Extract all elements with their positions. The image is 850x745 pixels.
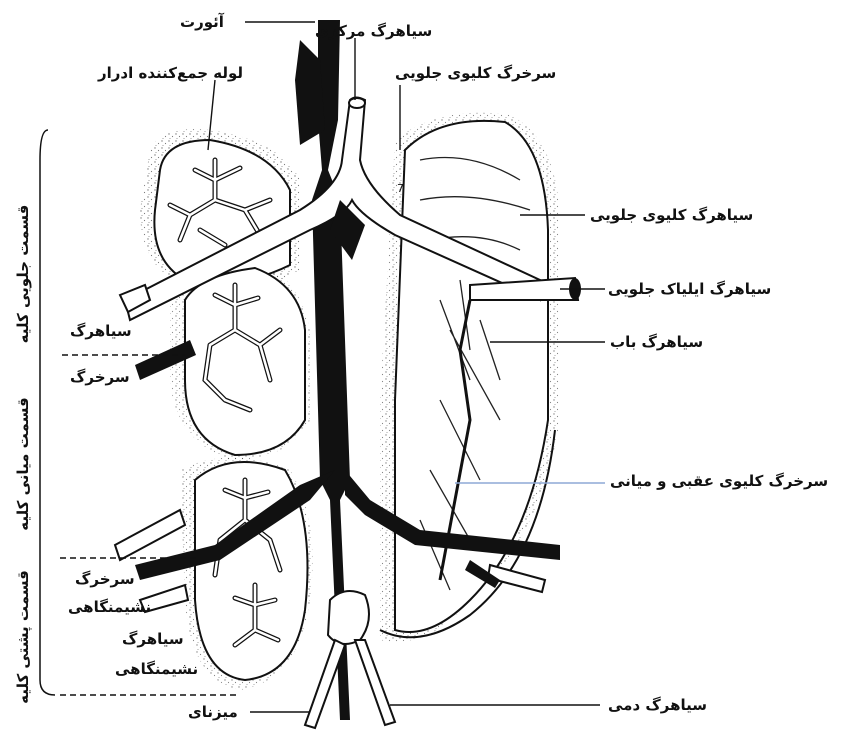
label-sciatic-vein-1: سیاهرگ <box>122 630 184 648</box>
left-brace <box>40 130 55 695</box>
label-anterior-part-kidney: قسمت جلویی کلیه <box>14 199 32 349</box>
label-central-vein: سیاهرگ مرکزی <box>315 22 432 40</box>
label-posterior-middle-renal-artery: سرخرگ کلیوی عقبی و میانی <box>610 472 828 490</box>
label-ureter: میزنای <box>188 703 238 721</box>
label-sciatic-artery-2: نشیمنگاهی <box>68 598 151 616</box>
label-artery-left: سرخرگ <box>70 368 130 386</box>
label-caudal-vein: سیاهرگ دمی <box>608 696 707 714</box>
label-anterior-renal-vein: سیاهرگ کلیوی جلویی <box>590 206 753 224</box>
label-middle-part-kidney: قسمت میانی کلیه <box>14 389 32 539</box>
label-sciatic-artery-1: سرخرگ <box>75 570 135 588</box>
label-collecting-duct: لوله جمع‌کننده ادرار <box>98 64 243 82</box>
left-kidney-middle-lobe <box>185 268 305 455</box>
marker-number: 7 <box>397 180 404 198</box>
label-anterior-iliac-vein: سیاهرگ ایلیاک جلویی <box>608 280 771 298</box>
label-sciatic-vein-2: نشیمنگاهی <box>115 660 198 678</box>
label-aorta: آئورت <box>180 13 224 31</box>
label-anterior-renal-artery: سرخرگ کلیوی جلویی <box>395 64 556 82</box>
label-portal-vein: سیاهرگ باب <box>610 333 703 351</box>
label-posterior-part-kidney: قسمت پشتی کلیه <box>14 562 32 712</box>
label-vein-left: سیاهرگ <box>70 322 132 340</box>
